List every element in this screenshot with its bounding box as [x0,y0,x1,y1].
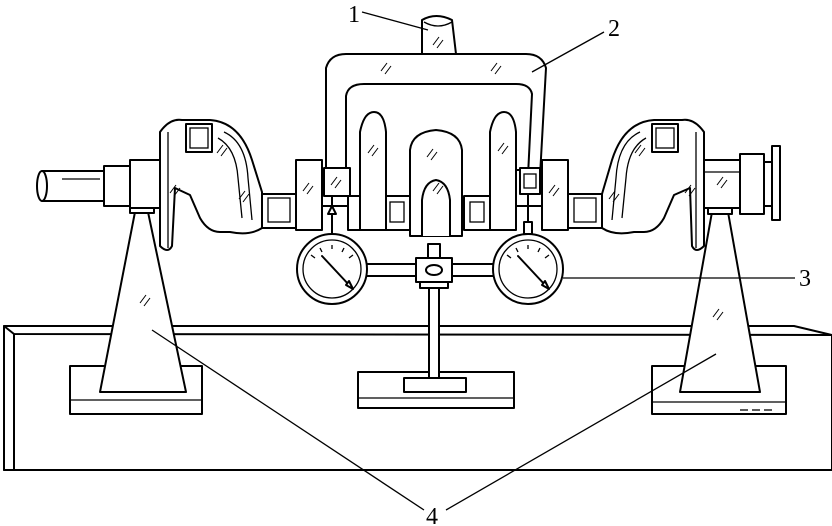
label-4: 4 [426,504,438,526]
gauge-stand [357,243,515,409]
right-dial-gauge [492,193,564,305]
left-v-block-stand [69,196,203,415]
label-3: 3 [799,266,811,292]
fixture-bracket [323,53,547,197]
leader-lines [151,11,795,511]
pressure-head [421,15,457,55]
label-1: 1 [348,2,360,28]
right-v-block-stand [651,197,787,415]
left-dial-gauge [296,195,368,305]
label-2: 2 [608,16,620,42]
